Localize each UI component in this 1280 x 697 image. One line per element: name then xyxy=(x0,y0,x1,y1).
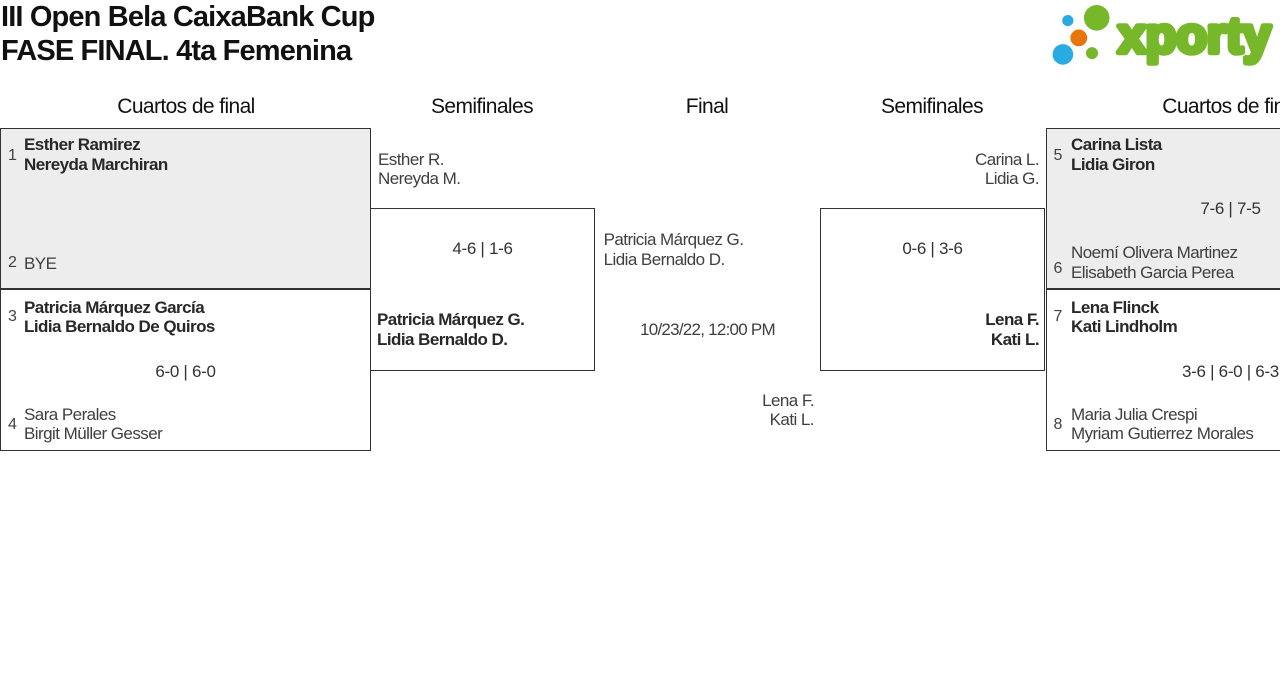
svg-text:xporty: xporty xyxy=(1118,8,1271,64)
